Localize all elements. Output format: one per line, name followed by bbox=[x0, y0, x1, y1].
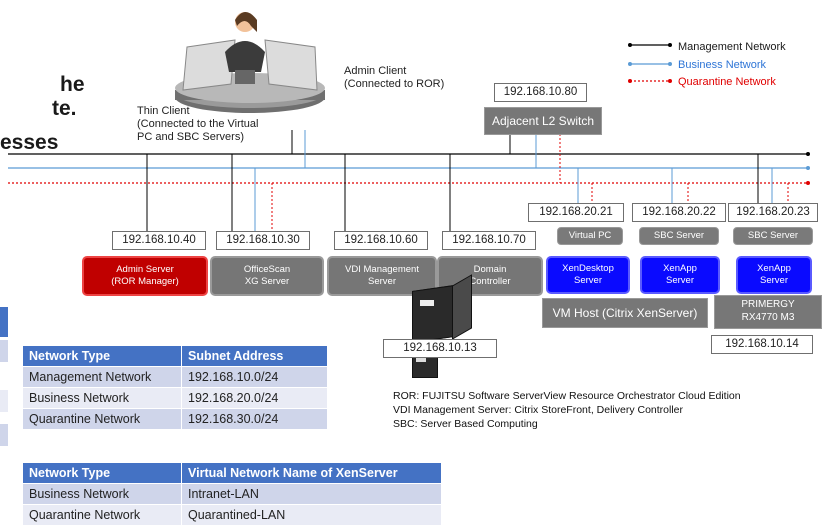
cutoff-text-1: he bbox=[60, 73, 85, 96]
table-cell: Quarantine Network bbox=[22, 408, 182, 430]
cutoff-text-3: esses bbox=[0, 131, 59, 154]
footnote-sbc: SBC: Server Based Computing bbox=[393, 418, 538, 430]
switch-ip: 192.168.10.80 bbox=[494, 83, 587, 102]
admin-client-illustration bbox=[175, 12, 325, 113]
table-cell: Quarantine Network bbox=[22, 504, 182, 526]
legend-management: Management Network bbox=[678, 41, 786, 53]
table-cell: Intranet-LAN bbox=[181, 483, 442, 505]
xenapp-server-2-ip: 192.168.20.23 bbox=[728, 203, 818, 222]
sbc-server-tag-1: SBC Server bbox=[639, 227, 719, 245]
subnet-table: Network Type Subnet Address Management N… bbox=[22, 345, 328, 430]
table-header: Subnet Address bbox=[181, 345, 328, 367]
cut-table-header bbox=[0, 307, 8, 337]
xendesktop-ip: 192.168.20.21 bbox=[528, 203, 624, 222]
server-tower-side bbox=[452, 274, 472, 340]
sbc-server-tag-2: SBC Server bbox=[733, 227, 813, 245]
table-header: Network Type bbox=[22, 345, 182, 367]
table-cell: Quarantined-LAN bbox=[181, 504, 442, 526]
admin-server: Admin Server(ROR Manager) bbox=[82, 256, 208, 296]
table-row: Quarantine Network 192.168.30.0/24 bbox=[22, 408, 328, 430]
server-tower-icon bbox=[412, 285, 454, 343]
footnotes: ROR: FUJITSU Software ServerView Resourc… bbox=[393, 389, 741, 431]
cut-table-row bbox=[0, 340, 8, 362]
footnote-ror: ROR: FUJITSU Software ServerView Resourc… bbox=[393, 390, 741, 402]
ip-10-14: 192.168.10.14 bbox=[711, 335, 813, 354]
table-row: Quarantine Network Quarantined-LAN bbox=[22, 504, 442, 526]
admin-server-ip: 192.168.10.40 bbox=[112, 231, 206, 250]
server-slot-lower bbox=[416, 358, 426, 362]
table-cell: 192.168.10.0/24 bbox=[181, 366, 328, 388]
adjacent-l2-switch: Adjacent L2 Switch bbox=[484, 107, 602, 135]
table-cell: 192.168.30.0/24 bbox=[181, 408, 328, 430]
domain-controller-ip: 192.168.10.70 bbox=[442, 231, 536, 250]
virtual-network-table: Network Type Virtual Network Name of Xen… bbox=[22, 462, 442, 526]
ip-10-13: 192.168.10.13 bbox=[383, 339, 497, 358]
vm-host: VM Host (Citrix XenServer) bbox=[542, 298, 708, 328]
vdi-server-ip: 192.168.10.60 bbox=[334, 231, 428, 250]
table-cell: Management Network bbox=[22, 366, 182, 388]
table-cell: Business Network bbox=[22, 483, 182, 505]
table-cell: 192.168.20.0/24 bbox=[181, 387, 328, 409]
table-header: Network Type bbox=[22, 462, 182, 484]
table-header: Virtual Network Name of XenServer bbox=[181, 462, 442, 484]
thin-client-label: Thin Client (Connected to the Virtual PC… bbox=[137, 105, 259, 143]
xenapp-server-1-ip: 192.168.20.22 bbox=[632, 203, 726, 222]
legend: Management Network Business Network Quar… bbox=[678, 38, 786, 91]
cut-table-row bbox=[0, 424, 8, 446]
footnote-vdi: VDI Management Server: Citrix StoreFront… bbox=[393, 404, 684, 416]
table-row: Business Network 192.168.20.0/24 bbox=[22, 387, 328, 409]
server-slot bbox=[420, 300, 434, 306]
cut-table-row bbox=[0, 390, 8, 412]
table-row: Management Network 192.168.10.0/24 bbox=[22, 366, 328, 388]
cutoff-text-2: te. bbox=[52, 97, 77, 120]
legend-quarantine: Quarantine Network bbox=[678, 76, 776, 88]
table-cell: Business Network bbox=[22, 387, 182, 409]
officescan-server-ip: 192.168.10.30 bbox=[216, 231, 310, 250]
virtual-pc-tag: Virtual PC bbox=[557, 227, 623, 245]
admin-client-label: Admin Client (Connected to ROR) bbox=[344, 65, 445, 90]
legend-business: Business Network bbox=[678, 59, 767, 71]
table-row: Business Network Intranet-LAN bbox=[22, 483, 442, 505]
